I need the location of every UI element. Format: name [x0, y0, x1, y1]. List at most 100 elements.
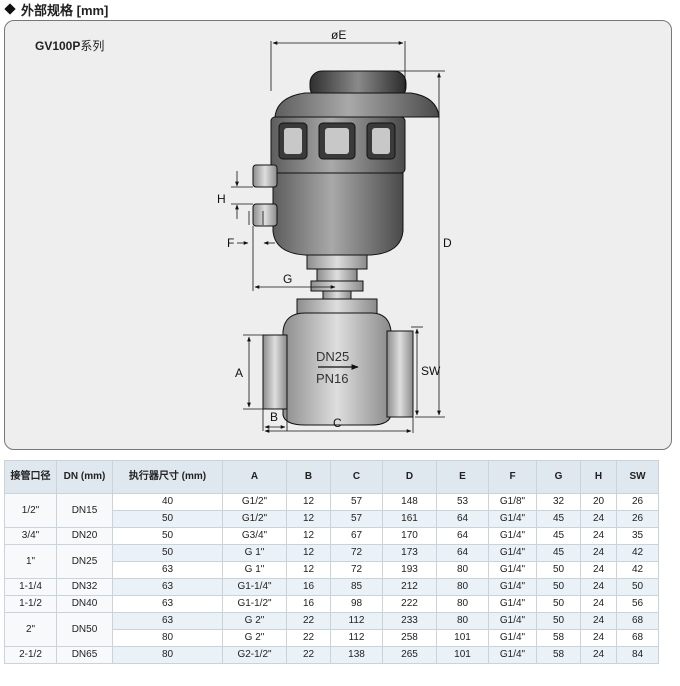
table-cell: 35: [616, 527, 659, 545]
table-cell: 173: [382, 544, 437, 562]
table-cell: G 2": [222, 612, 287, 630]
table-cell: 50: [536, 561, 581, 579]
table-cell: 20: [580, 493, 617, 511]
diamond-bullet-icon: [4, 3, 16, 15]
table-cell: 58: [536, 629, 581, 647]
table-cell: G1/4": [488, 544, 537, 562]
table-cell: 72: [330, 544, 383, 562]
actuator-housing: [270, 116, 406, 256]
table-cell: 68: [616, 612, 659, 630]
table-cell: 24: [580, 561, 617, 579]
column-header: 执行器尺寸 (mm): [112, 460, 223, 494]
column-header: SW: [616, 460, 659, 494]
table-cell: 101: [436, 629, 489, 647]
table-cell: G1/4": [488, 646, 537, 664]
dim-label-e: øE: [331, 28, 346, 42]
valve-body: [262, 298, 414, 426]
valve-stem: [306, 254, 368, 300]
table-cell: 57: [330, 493, 383, 511]
table-cell: 50: [536, 578, 581, 596]
table-cell: 58: [536, 646, 581, 664]
dim-label-a: A: [235, 366, 243, 380]
table-cell: 138: [330, 646, 383, 664]
table-cell: 12: [286, 544, 331, 562]
table-cell: 101: [436, 646, 489, 664]
table-cell: 193: [382, 561, 437, 579]
table-cell: 161: [382, 510, 437, 528]
section-title: 外部规格 [mm]: [4, 0, 108, 18]
table-cell: G1/4": [488, 578, 537, 596]
table-cell: 45: [536, 544, 581, 562]
table-cell: 26: [616, 510, 659, 528]
table-cell: G1/4": [488, 595, 537, 613]
table-cell: 84: [616, 646, 659, 664]
table-cell: 63: [112, 578, 223, 596]
dim-label-d: D: [443, 236, 452, 250]
table-cell: 233: [382, 612, 437, 630]
table-cell: G2-1/2": [222, 646, 287, 664]
table-cell: 57: [330, 510, 383, 528]
dn-cell: DN65: [56, 646, 113, 664]
pipe-size-cell: 1": [4, 544, 57, 579]
table-cell: 68: [616, 629, 659, 647]
table-cell: 45: [536, 510, 581, 528]
dim-label-h: H: [217, 192, 226, 206]
table-cell: G1/4": [488, 561, 537, 579]
pipe-size-cell: 2-1/2: [4, 646, 57, 664]
table-cell: 32: [536, 493, 581, 511]
table-cell: 26: [616, 493, 659, 511]
table-cell: 72: [330, 561, 383, 579]
section-title-text: 外部规格 [mm]: [21, 2, 109, 18]
table-cell: 22: [286, 629, 331, 647]
pipe-size-cell: 1/2": [4, 493, 57, 528]
dn-cell: DN32: [56, 578, 113, 596]
table-cell: 56: [616, 595, 659, 613]
table-cell: 12: [286, 561, 331, 579]
dim-label-c: C: [333, 416, 342, 430]
table-cell: 24: [580, 612, 617, 630]
dim-label-sw: SW: [421, 364, 441, 378]
table-cell: 16: [286, 578, 331, 596]
series-model: GV100P: [35, 39, 81, 53]
table-cell: 24: [580, 646, 617, 664]
table-cell: G1/4": [488, 510, 537, 528]
table-cell: 50: [112, 544, 223, 562]
series-suffix: 系列: [80, 39, 105, 53]
table-cell: G3/4": [222, 527, 287, 545]
table-cell: 12: [286, 510, 331, 528]
column-header: DN (mm): [56, 460, 113, 494]
column-header: B: [286, 460, 331, 494]
table-cell: 80: [112, 646, 223, 664]
table-cell: 80: [112, 629, 223, 647]
series-label: GV100P系列: [35, 37, 104, 54]
table-cell: G 1": [222, 561, 287, 579]
column-header: C: [330, 460, 383, 494]
column-header: 接管口径: [4, 460, 57, 494]
table-cell: G1/4": [488, 629, 537, 647]
table-cell: G1/8": [488, 493, 537, 511]
pipe-size-cell: 1-1/4: [4, 578, 57, 596]
table-cell: G 1": [222, 544, 287, 562]
dn-cell: DN25: [56, 544, 113, 579]
dim-label-b: B: [270, 410, 278, 424]
column-header: E: [436, 460, 489, 494]
table-cell: 265: [382, 646, 437, 664]
table-cell: 112: [330, 612, 383, 630]
table-cell: G1-1/2": [222, 595, 287, 613]
table-cell: 80: [436, 561, 489, 579]
dn-cell: DN50: [56, 612, 113, 647]
dim-label-g: G: [283, 272, 292, 286]
table-cell: G 2": [222, 629, 287, 647]
table-cell: 222: [382, 595, 437, 613]
table-cell: 64: [436, 510, 489, 528]
